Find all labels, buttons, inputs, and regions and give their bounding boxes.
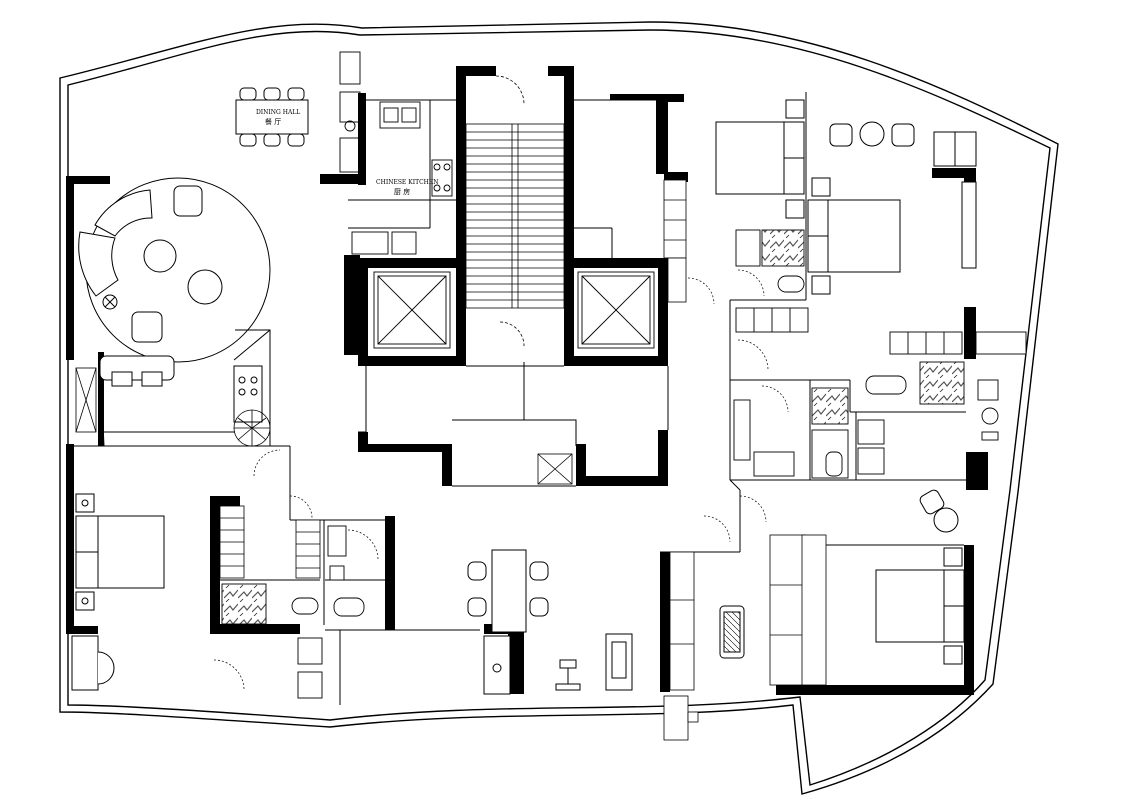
right-bathrooms	[733, 229, 1027, 479]
elevator-left	[373, 271, 451, 349]
bathroom-left	[221, 525, 365, 699]
thin-lines	[74, 92, 966, 705]
dining-label-en: DINING HALL	[256, 109, 300, 116]
bedroom-left	[71, 493, 165, 691]
kitchen-fixtures	[339, 51, 453, 325]
bedroom-upper-right	[715, 99, 977, 295]
walls	[66, 66, 988, 695]
outer-boundary	[59, 21, 1059, 795]
kitchen-label-en: CHINESE KITCHEN	[376, 179, 439, 186]
bar-counter	[99, 355, 263, 423]
kitchen-label-zh: 厨 房	[394, 187, 410, 196]
corridor-storage	[663, 534, 827, 741]
bedroom-lower-right	[875, 489, 965, 665]
wardrobes-left	[219, 505, 321, 579]
core-storage	[75, 179, 687, 485]
dining-table	[235, 87, 309, 147]
staircase	[465, 75, 565, 347]
central-furniture	[467, 549, 745, 695]
elevator-right	[577, 271, 655, 349]
door-swings	[213, 269, 789, 691]
round-lounge	[78, 177, 271, 363]
dining-label-zh: 餐 厅	[265, 117, 281, 126]
spiral-stair	[233, 409, 271, 447]
